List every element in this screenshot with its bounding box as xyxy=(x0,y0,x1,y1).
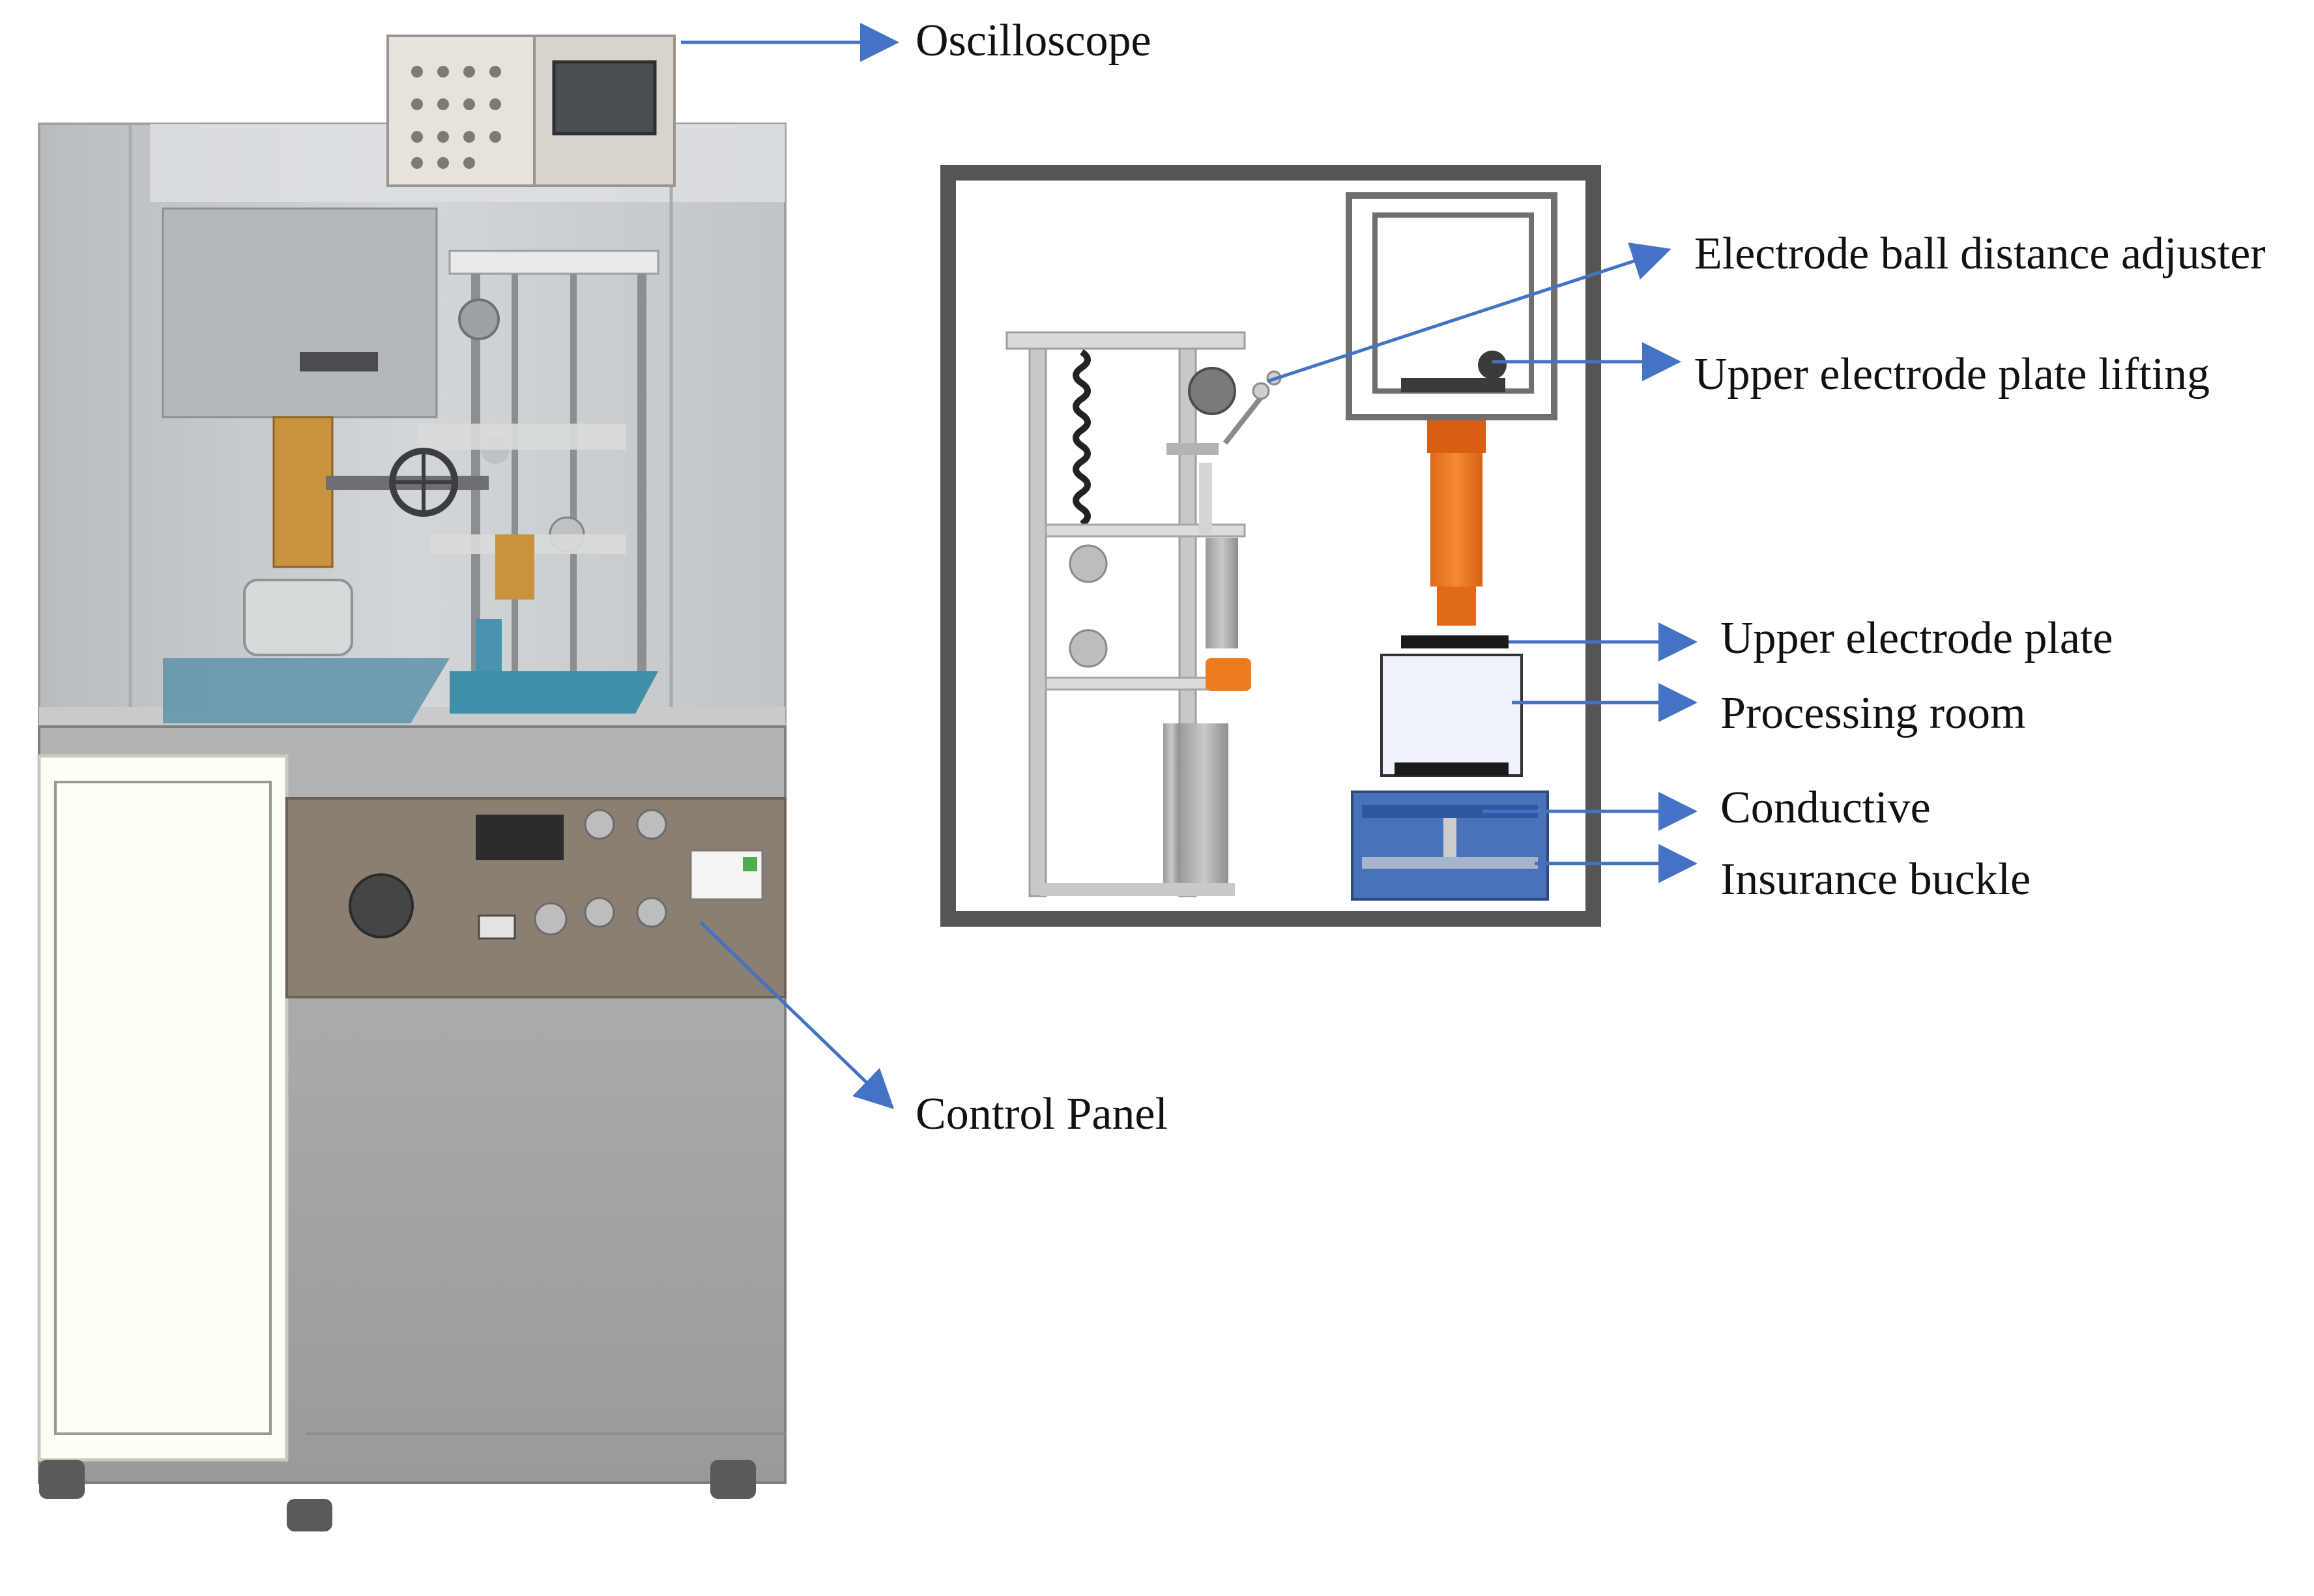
upper-electrode-plate-lifting-label: Upper electrode plate lifting xyxy=(1694,349,2210,399)
electrode-ball-distance-adjuster-arrow xyxy=(1267,242,1671,383)
adjuster-assembly xyxy=(1005,331,1282,897)
conductive-label: Conductive xyxy=(1720,783,1931,833)
oscilloscope-label: Oscilloscope xyxy=(916,16,1151,66)
upper-electrode-plate-label: Upper electrode plate xyxy=(1720,613,2113,663)
oscilloscope-device xyxy=(386,35,676,187)
control-panel-arrow xyxy=(699,921,895,1109)
electrode-ball-distance-adjuster-label: Electrode ball distance adjuster xyxy=(1694,229,2266,279)
annotation-arrows xyxy=(681,23,1698,1109)
cabinet-base xyxy=(37,725,787,1531)
insurance-buckle-label: Insurance buckle xyxy=(1720,854,2031,905)
glass-enclosure xyxy=(38,123,787,727)
chamber-assembly xyxy=(1346,192,1557,901)
internal-mechanism xyxy=(163,250,659,723)
control-panel-label: Control Panel xyxy=(916,1089,1168,1139)
schematic-inset xyxy=(940,165,1601,927)
processing-room-label: Processing room xyxy=(1720,688,2026,738)
machine-render xyxy=(37,35,787,1531)
